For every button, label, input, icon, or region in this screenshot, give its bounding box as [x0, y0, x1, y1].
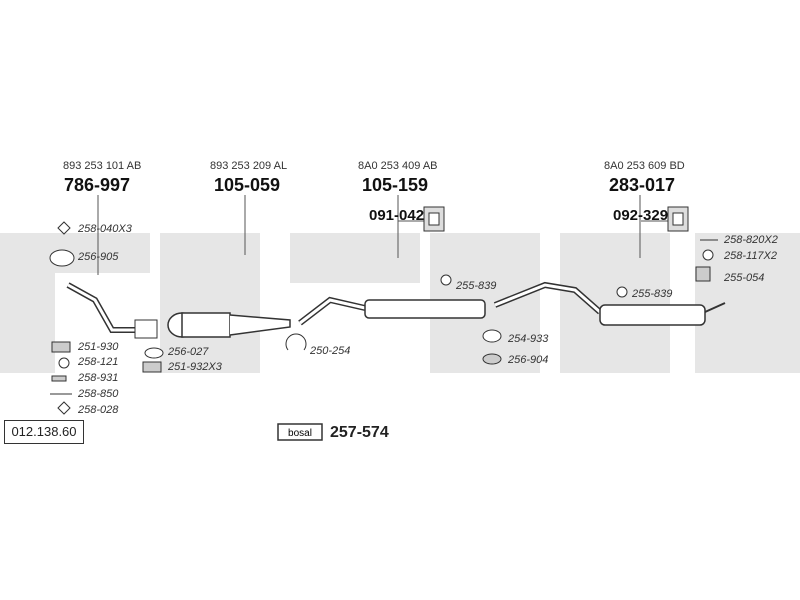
ring-icon: [58, 357, 70, 369]
fitting-label: 251-930: [78, 341, 119, 353]
watermark-block: [0, 233, 55, 373]
part-number: 105-059: [214, 175, 281, 195]
fitting-label: 258-931: [78, 372, 119, 384]
spring-icon: [142, 361, 162, 373]
gasket-icon: [144, 347, 164, 359]
nut-icon: [57, 401, 71, 415]
fitting-label: 258-040X3: [78, 223, 132, 235]
oem-number: 893 253 209 AL: [210, 160, 288, 172]
gasket-icon: [482, 353, 502, 365]
fitting-label: 251-932X3: [168, 361, 222, 373]
middle-pipe: [298, 296, 366, 326]
catalytic-converter: [167, 312, 291, 338]
fitting-label: 258-117X2: [724, 250, 778, 262]
kit-part-number: 257-574: [330, 424, 389, 441]
fitting-label: 255-839: [632, 288, 673, 300]
clamp-icon: [285, 333, 307, 351]
diagram-id: 012.138.60: [4, 420, 84, 444]
rubber-hanger-icon: [667, 206, 689, 232]
fitting-label: 255-839: [456, 280, 497, 292]
bolt-icon: [51, 375, 67, 382]
bosal-kit-badge: bosal: [277, 423, 323, 441]
oem-number: 893 253 101 AB: [63, 160, 142, 172]
oem-number: 8A0 253 409 AB: [358, 160, 438, 172]
watermark-block: [560, 233, 670, 373]
oem-number: 8A0 253 609 BD: [604, 160, 685, 172]
rear-silencer: [599, 302, 726, 326]
nut-icon: [57, 221, 71, 235]
fitting-label: 255-054: [724, 272, 765, 284]
fitting-label: 258-028: [78, 404, 119, 416]
bracket-icon: [695, 266, 711, 282]
fitting-label: 256-904: [508, 354, 549, 366]
watermark-block: [160, 233, 260, 373]
hanger-part-number: 092-329: [613, 207, 669, 224]
fitting-label: 258-820X2: [724, 234, 778, 246]
fitting-label: 250-254: [310, 345, 351, 357]
fitting-label: 254-933: [508, 333, 549, 345]
gasket-icon: [49, 249, 75, 267]
part-number: 786-997: [64, 175, 131, 195]
fitting-label: 258-850: [78, 388, 119, 400]
fitting-label: 256-905: [78, 251, 119, 263]
part-number: 283-017: [609, 175, 676, 195]
washer-icon: [702, 249, 714, 261]
svg-text:bosal: bosal: [288, 428, 312, 439]
clamp-icon: [482, 329, 502, 343]
hanger-part-number: 091-042: [369, 207, 425, 224]
fitting-label: 258-121: [78, 356, 119, 368]
part-number: 105-159: [362, 175, 429, 195]
hanger-ring-icon: [616, 286, 628, 298]
middle-silencer: [364, 299, 486, 319]
spring-icon: [51, 341, 71, 353]
hanger-ring-icon: [440, 274, 452, 286]
rubber-hanger-icon: [423, 206, 445, 232]
fitting-label: 256-027: [168, 346, 209, 358]
